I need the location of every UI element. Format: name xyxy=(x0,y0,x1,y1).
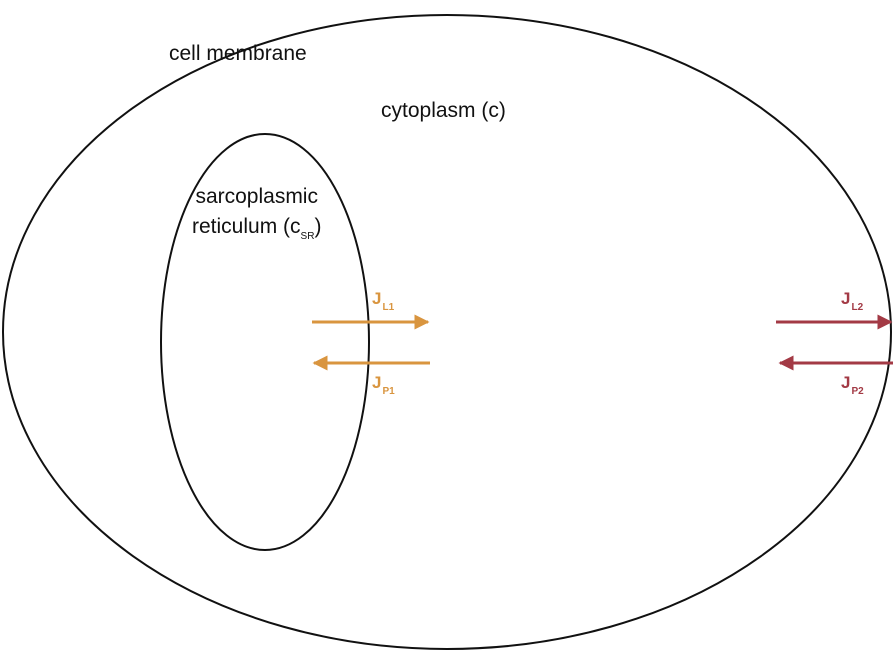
jp1-sub: P1 xyxy=(382,386,395,397)
jp1-label: JP1 xyxy=(372,374,395,397)
jp2-main: J xyxy=(841,373,851,392)
jl2-label: JL2 xyxy=(841,290,863,313)
sr-label-prefix: reticulum (c xyxy=(192,215,301,238)
jp1-main: J xyxy=(372,373,382,392)
jp2-label: JP2 xyxy=(841,374,864,397)
jl1-sub: L1 xyxy=(382,302,395,313)
sr-label-suffix: ) xyxy=(314,215,322,238)
cell-membrane-label: cell membrane xyxy=(169,42,307,65)
jp2-sub: P2 xyxy=(851,386,864,397)
jl1-label: JL1 xyxy=(372,290,394,313)
cytoplasm-label: cytoplasm (c) xyxy=(381,99,506,122)
sr-label-subscript: SR xyxy=(300,231,315,242)
cell-membrane-outline xyxy=(2,14,892,650)
jl2-sub: L2 xyxy=(851,302,864,313)
sr-label-line2: reticulum (cSR) xyxy=(192,212,321,252)
jl2-main: J xyxy=(841,289,851,308)
jl1-main: J xyxy=(372,289,382,308)
sarcoplasmic-reticulum-outline xyxy=(160,133,370,551)
sr-label-line1: sarcoplasmic xyxy=(195,185,318,208)
sarcoplasmic-reticulum-label: sarcoplasmic reticulum (cSR) xyxy=(192,182,321,252)
